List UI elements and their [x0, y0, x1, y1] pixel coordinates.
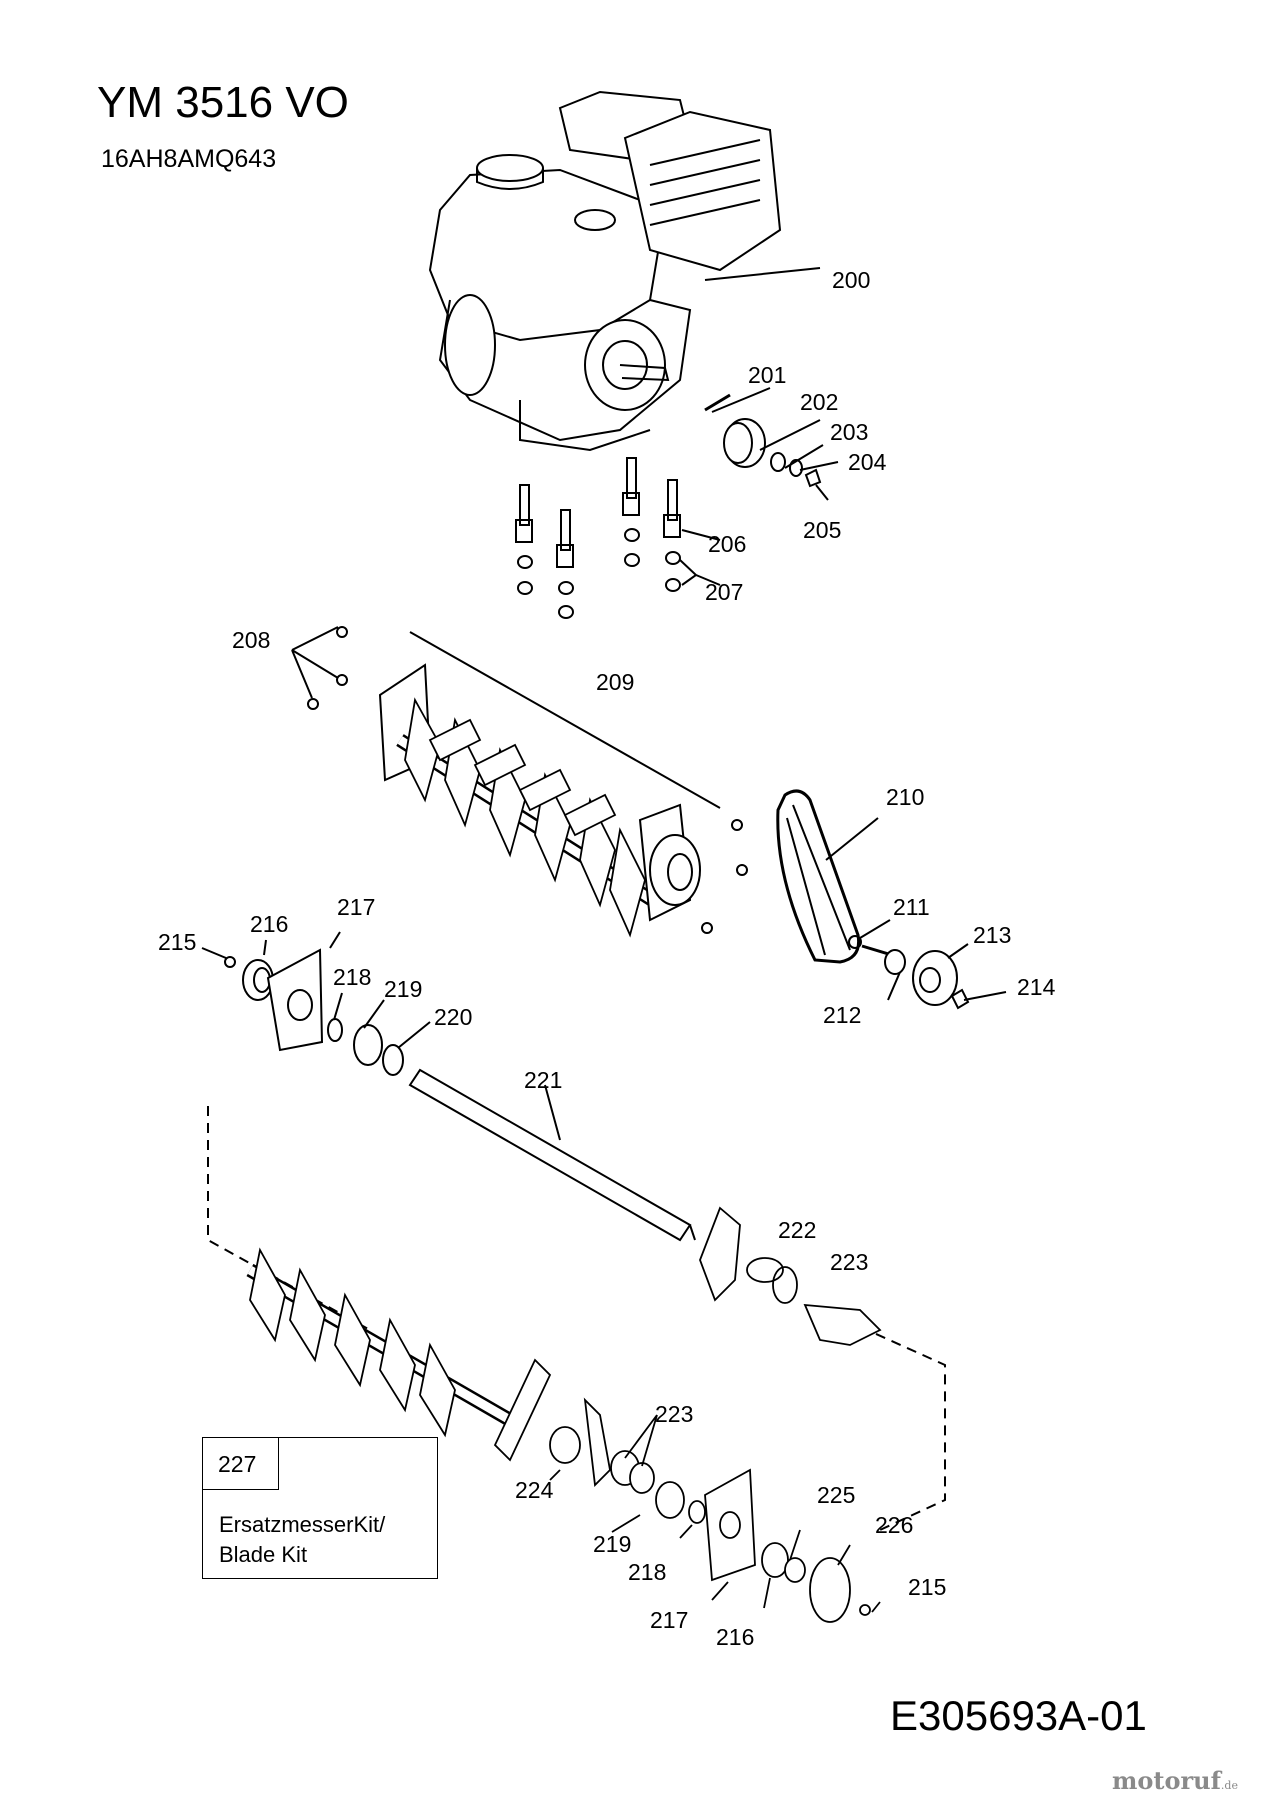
label-219-lower: 219: [593, 1531, 631, 1557]
leader-200: [704, 267, 821, 281]
label-215-lower: 215: [908, 1574, 946, 1600]
label-220: 220: [434, 1004, 472, 1030]
watermark-brand: motoruf: [1112, 1766, 1221, 1795]
label-223-upper: 223: [830, 1249, 868, 1275]
label-215-left: 215: [158, 929, 196, 955]
model-title: YM 3516 VO: [97, 78, 349, 127]
pulley-parts: [848, 919, 1007, 1010]
screws-208: [291, 626, 348, 710]
label-210: 210: [886, 784, 924, 810]
model-code: 16AH8AMQ643: [101, 145, 277, 173]
tine-rotor-assembly: [378, 631, 748, 938]
engine-illustration: [428, 90, 782, 452]
watermark-logo: motoruf.de: [1112, 1766, 1238, 1795]
watermark-suffix: .de: [1220, 1779, 1238, 1792]
part-number-labels: 200 201 202 203 204 205 206 207 208 209 …: [158, 267, 1056, 1650]
drive-belt: [776, 789, 879, 964]
label-224: 224: [515, 1477, 554, 1503]
label-218-left: 218: [333, 964, 371, 990]
label-222: 222: [778, 1217, 816, 1243]
blade-kit-box: 227 ErsatzmesserKit/ Blade Kit: [202, 1437, 438, 1579]
leader-209: [409, 631, 721, 809]
label-209: 209: [596, 669, 634, 695]
document-id: E305693A-01: [890, 1692, 1147, 1739]
label-211: 211: [893, 894, 930, 920]
label-202: 202: [800, 389, 838, 415]
label-207: 207: [705, 579, 743, 605]
label-203: 203: [830, 419, 868, 445]
label-204: 204: [848, 449, 887, 475]
blade-kit-tines: [246, 1206, 882, 1623]
label-206: 206: [708, 531, 746, 557]
kit-label-line1: ErsatzmesserKit/: [219, 1512, 386, 1537]
kit-label: ErsatzmesserKit/ Blade Kit: [219, 1510, 385, 1570]
crankshaft-parts: [704, 387, 839, 501]
label-217-lower: 217: [650, 1607, 688, 1633]
label-225: 225: [817, 1482, 855, 1508]
label-218-lower: 218: [628, 1559, 666, 1585]
left-bearing-parts: [201, 931, 431, 1076]
label-212: 212: [823, 1002, 861, 1028]
label-216-lower: 216: [716, 1624, 754, 1650]
kit-label-line2: Blade Kit: [219, 1542, 308, 1567]
label-208: 208: [232, 627, 270, 653]
label-201: 201: [748, 362, 786, 388]
kit-number: 227: [203, 1438, 279, 1490]
mounting-studs: [515, 457, 721, 619]
label-216-left: 216: [250, 911, 288, 937]
label-226: 226: [875, 1512, 913, 1538]
label-221: 221: [524, 1067, 562, 1093]
label-217-left: 217: [337, 894, 375, 920]
label-223-lower: 223: [655, 1401, 693, 1427]
label-205: 205: [803, 517, 841, 543]
label-219-left: 219: [384, 976, 422, 1002]
label-200: 200: [832, 267, 870, 293]
drive-shaft: [408, 1068, 696, 1242]
label-213: 213: [973, 922, 1011, 948]
label-214: 214: [1017, 974, 1056, 1000]
